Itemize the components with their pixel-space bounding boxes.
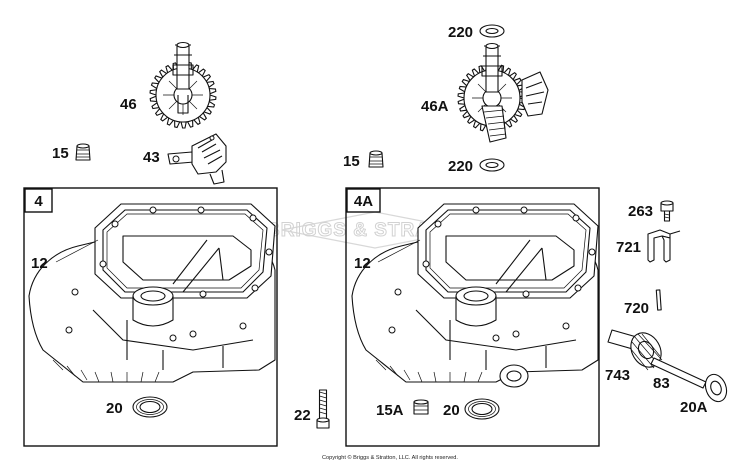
part-15-plug-right[interactable] xyxy=(368,150,384,168)
copyright-notice: Copyright © Briggs & Stratton, LLC. All … xyxy=(322,454,458,461)
label-46A: 46A xyxy=(421,98,449,115)
label-12-right: 12 xyxy=(354,255,371,272)
label-83: 83 xyxy=(653,375,670,392)
label-720: 720 xyxy=(624,300,649,317)
callout-box-4A: 4A xyxy=(345,187,600,447)
label-22: 22 xyxy=(294,407,311,424)
label-220-top: 220 xyxy=(448,24,473,41)
label-20-right: 20 xyxy=(443,402,460,419)
part-263-screw[interactable] xyxy=(660,200,674,222)
label-20A: 20A xyxy=(680,399,708,416)
label-743: 743 xyxy=(605,367,630,384)
part-720-pin[interactable] xyxy=(655,289,662,311)
label-46: 46 xyxy=(120,96,137,113)
part-15-plug-left[interactable] xyxy=(75,143,91,161)
box-label-4: 4 xyxy=(34,193,43,210)
label-43: 43 xyxy=(143,149,160,166)
part-20A-seal[interactable] xyxy=(702,371,730,404)
part-46-camshaft-gear[interactable] xyxy=(149,41,217,129)
label-721: 721 xyxy=(616,239,641,256)
part-20-seal-right[interactable] xyxy=(464,398,500,420)
part-83-shaft[interactable] xyxy=(650,357,707,389)
part-4A-sump[interactable] xyxy=(351,203,599,388)
part-721-bracket[interactable] xyxy=(647,229,681,263)
leader-12-left xyxy=(55,239,99,263)
part-15A-plug[interactable] xyxy=(413,399,429,415)
part-220-washer-bottom[interactable] xyxy=(479,158,505,172)
label-15A: 15A xyxy=(376,402,404,419)
part-43-governor-assembly[interactable] xyxy=(167,133,227,185)
label-263: 263 xyxy=(628,203,653,220)
part-4-sump[interactable] xyxy=(28,203,276,383)
box-label-4A: 4A xyxy=(354,193,373,210)
part-20-seal-left[interactable] xyxy=(132,396,168,418)
label-15-left: 15 xyxy=(52,145,69,162)
label-220-bottom: 220 xyxy=(448,158,473,175)
leader-12-right xyxy=(377,239,421,263)
callout-box-4: 4 xyxy=(23,187,278,447)
label-15-right: 15 xyxy=(343,153,360,170)
part-46A-camshaft-gear[interactable] xyxy=(457,42,549,143)
part-220-washer-top[interactable] xyxy=(479,24,505,38)
label-20-left: 20 xyxy=(106,400,123,417)
part-22-bolt[interactable] xyxy=(316,389,330,429)
label-12-left: 12 xyxy=(31,255,48,272)
